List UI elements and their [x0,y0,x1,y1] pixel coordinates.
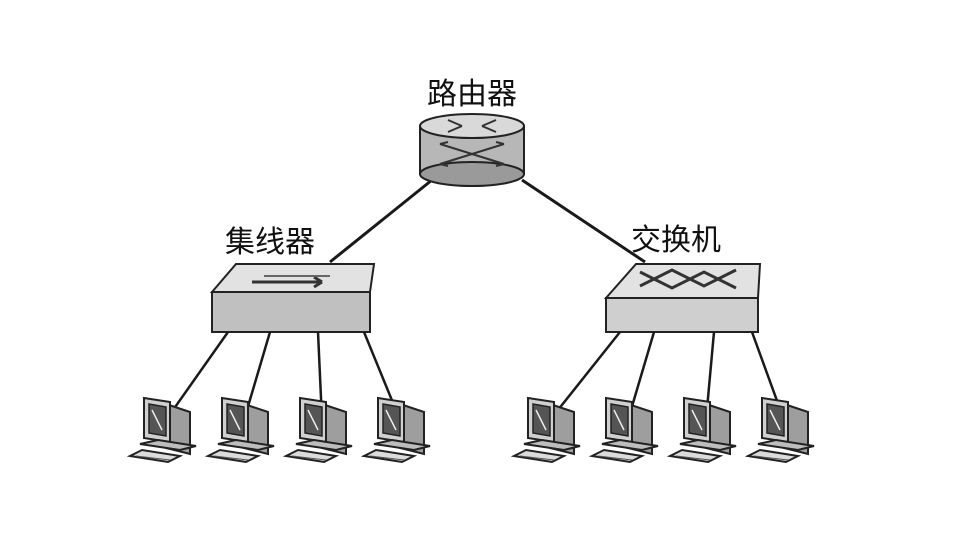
hub-computer [360,396,431,464]
switch-computer [744,396,815,464]
router: 路由器 [419,77,525,187]
hub-label: 集线器 [225,225,315,260]
hub-computers [126,396,431,464]
switch-computer [588,396,659,464]
switch-label: 交换机 [631,223,721,258]
uplinks [329,178,646,264]
hub-computer [204,396,275,464]
switch-computer [666,396,737,464]
switch-downlink [549,331,621,421]
hub: 集线器 [209,225,376,333]
router-label: 路由器 [427,77,517,112]
router-hub-link [329,178,433,264]
hub-downlinks [164,331,402,421]
switch-computer [510,396,581,464]
router-switch-link [521,178,646,264]
hub-downlink [164,331,230,421]
hub-icon [209,263,376,333]
switch-computers [510,396,815,464]
switch-downlinks [549,331,786,421]
hub-computer [126,396,197,464]
hub-computer [282,396,353,464]
switch-icon [603,263,762,333]
router-icon [419,113,525,187]
switch: 交换机 [603,223,762,333]
